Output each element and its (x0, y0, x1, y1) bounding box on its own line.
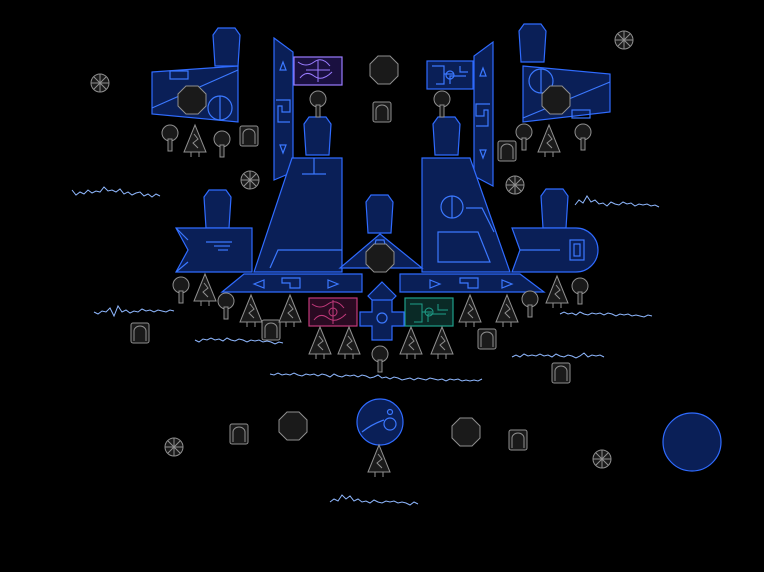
barrels (130, 101, 571, 451)
barrel-icon (229, 423, 249, 445)
snowflake-icon (592, 449, 612, 469)
tower-right[interactable] (421, 116, 511, 273)
purple-panel[interactable] (293, 56, 343, 86)
tree-icon (308, 325, 332, 359)
barrel-icon (508, 429, 528, 451)
lamp-icon (172, 276, 190, 304)
wave (574, 195, 660, 208)
lamp-icon (217, 292, 235, 320)
lamp-icon (574, 123, 592, 151)
teal-panel[interactable] (404, 297, 454, 327)
barrel-icon (239, 125, 259, 147)
locomotive-mid-left[interactable] (174, 189, 253, 273)
snowflake-icon (505, 175, 525, 195)
rock-icon (541, 85, 571, 115)
planet-circle[interactable] (662, 412, 722, 472)
right-side-panel[interactable] (473, 40, 494, 187)
barrel-icon (551, 362, 571, 384)
tree-icon (278, 293, 302, 327)
wave (511, 352, 605, 359)
lamp-icon (213, 130, 231, 158)
blue-circuit-panel[interactable] (426, 60, 474, 90)
barrel-icon (130, 322, 150, 344)
barrel-icon (372, 101, 392, 123)
wave (93, 304, 175, 318)
wave (269, 372, 483, 382)
tree-icon (239, 293, 263, 327)
lamp-icon (433, 90, 451, 118)
wave (194, 337, 284, 345)
tree-icon (458, 293, 482, 327)
tree-icon (367, 443, 391, 477)
water-waves (71, 186, 660, 506)
tower-left[interactable] (253, 116, 343, 273)
snowflakes (90, 30, 634, 469)
lamp-icon (515, 123, 533, 151)
lamps (161, 90, 592, 373)
base-platform[interactable] (220, 273, 546, 341)
lamp-icon (309, 90, 327, 118)
round-module[interactable] (356, 398, 404, 446)
tree-icon (193, 272, 217, 306)
tree-icon (537, 123, 561, 157)
lamp-icon (161, 124, 179, 152)
snowflake-icon (164, 437, 184, 457)
lamp-icon (371, 345, 389, 373)
tree-icon (545, 274, 569, 308)
rock-icon (369, 55, 399, 85)
lamp-icon (571, 277, 589, 305)
tree-icon (183, 123, 207, 157)
wave (559, 311, 653, 318)
rock-icon (451, 417, 481, 447)
rock-icon (278, 411, 308, 441)
wave (329, 494, 419, 506)
magenta-panel[interactable] (308, 297, 358, 327)
tree-icon (430, 325, 454, 359)
tree-icon (337, 325, 361, 359)
lamp-icon (521, 290, 539, 318)
snowflake-icon (240, 170, 260, 190)
locomotive-mid-right[interactable] (511, 188, 599, 273)
snowflake-icon (614, 30, 634, 50)
barrel-icon (261, 319, 281, 341)
rocks (177, 55, 571, 447)
tree-icon (495, 293, 519, 327)
rock-icon (177, 85, 207, 115)
tree-icon (399, 325, 423, 359)
wave (71, 186, 161, 198)
left-side-panel[interactable] (273, 36, 294, 181)
trees (183, 123, 569, 477)
barrel-icon (477, 328, 497, 350)
barrel-icon (497, 140, 517, 162)
snowflake-icon (90, 73, 110, 93)
rock-icon (365, 243, 395, 273)
